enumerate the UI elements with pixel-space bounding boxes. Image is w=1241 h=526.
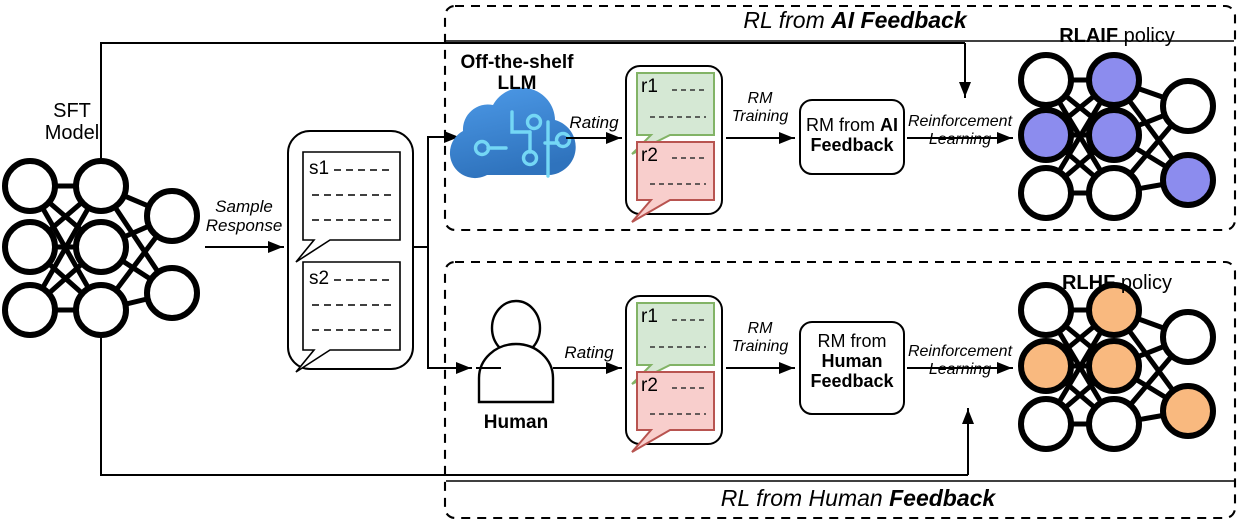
ai-r2-label: r2 <box>641 145 658 166</box>
reinforcement-label-human: Reinforcement Learning <box>908 343 1012 379</box>
rlhf-policy-label: RLHF policy <box>1062 272 1172 294</box>
human-panel-title-normal: RL from Human <box>720 485 890 511</box>
rm-training-label-ai: RM Training <box>732 90 789 126</box>
human-responses-container <box>625 295 723 453</box>
rlaif-policy-normal: policy <box>1118 25 1175 47</box>
rm-ai-box <box>799 99 905 175</box>
rm-human-box-line3: Feedback <box>810 371 894 392</box>
rating-label-ai: Rating <box>569 113 619 132</box>
ai-responses-container <box>625 65 723 223</box>
rlhf-policy-normal: policy <box>1115 272 1173 294</box>
sft-model-label-line2: Model <box>44 122 100 145</box>
rating-label-human: Rating <box>564 343 614 362</box>
reinforcement-label-ai: Reinforcement Learning <box>908 113 1012 149</box>
reinforcement-human-line1: Reinforcement <box>907 343 1013 360</box>
human-r1-label: r1 <box>641 306 658 327</box>
rm-human-box-label: RM from Human Feedback <box>810 331 893 391</box>
ai-response-bubble-r2 <box>631 141 715 223</box>
rlhf-policy-bold: RLHF <box>1061 272 1116 294</box>
rm-human-box-line2: Human <box>821 351 883 372</box>
sample-response-line2: Response <box>205 216 283 236</box>
cloud-ai-icon <box>449 87 576 179</box>
feedback-loop-lines <box>100 42 974 476</box>
offtheshelf-llm-line2: LLM <box>497 73 537 95</box>
rlaif-policy-network <box>1018 52 1216 221</box>
ai-panel-title: RL from AI Feedback <box>743 7 967 34</box>
rm-training-human-line2: Training <box>731 337 789 355</box>
ai-panel-title-normal: RL from <box>743 7 832 33</box>
human-label: Human <box>483 412 549 433</box>
ai-feedback-panel <box>443 4 1237 232</box>
reinforcement-ai-line2: Learning <box>928 130 992 148</box>
rlaif-policy-bold: RLAIF <box>1059 25 1119 47</box>
rm-ai-box-normal: RM from <box>806 115 880 135</box>
ai-panel-title-bold: AI Feedback <box>831 7 967 33</box>
rm-ai-box-line1: RM from AI <box>806 115 898 135</box>
rlhf-policy-network <box>1018 282 1216 452</box>
sample-bubble-s1 <box>295 151 401 263</box>
rlaif-policy-label: RLAIF policy <box>1059 25 1175 47</box>
rm-training-ai-line2: Training <box>731 107 789 125</box>
rm-human-box-line1: RM from <box>817 331 887 351</box>
sample-s2-label: s2 <box>309 268 330 289</box>
sft-model-network <box>2 158 200 338</box>
human-response-bubble-r2 <box>631 371 715 453</box>
sft-model-label-line1: SFT <box>53 100 91 122</box>
human-r2-label: r2 <box>641 375 658 396</box>
sample-response-line1: Sample <box>215 197 273 216</box>
reinforcement-ai-line1: Reinforcement <box>907 113 1013 130</box>
sample-s1-label: s1 <box>309 158 330 179</box>
person-icon <box>477 299 555 404</box>
branch-arrows <box>413 131 472 374</box>
human-panel-title-bold: Feedback <box>889 485 996 511</box>
human-feedback-panel <box>443 260 1237 520</box>
sample-responses-container <box>287 130 414 373</box>
rm-training-human-line1: RM <box>747 320 773 337</box>
sample-response-label: Sample Response <box>206 197 283 235</box>
sample-bubble-s2 <box>295 261 401 373</box>
rm-ai-box-line2: Feedback <box>810 135 894 156</box>
human-panel-title: RL from Human Feedback <box>720 485 996 512</box>
sft-model-label: SFT Model <box>45 100 99 145</box>
reinforcement-human-line2: Learning <box>928 360 992 378</box>
ai-r1-label: r1 <box>641 76 658 97</box>
rm-human-box <box>799 321 905 415</box>
rm-ai-box-bold: AI <box>880 115 898 135</box>
rm-ai-box-label: RM from AI Feedback <box>806 115 898 155</box>
rm-training-label-human: RM Training <box>732 320 789 356</box>
offtheshelf-llm-label: Off-the-shelf LLM <box>461 52 574 95</box>
rm-training-ai-line1: RM <box>747 90 773 107</box>
offtheshelf-llm-line1: Off-the-shelf <box>460 52 574 73</box>
